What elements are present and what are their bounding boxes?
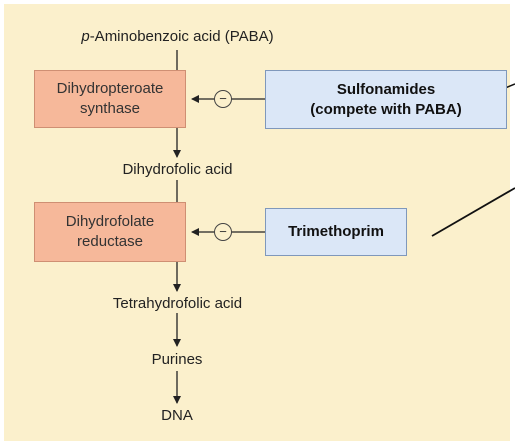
drug-sulfonamides-box: Sulfonamides (compete with PABA) (265, 70, 507, 129)
drug-trimethoprim-box: Trimethoprim (265, 208, 407, 256)
inhibition-symbol-synthase: − (214, 90, 232, 108)
enzyme-dihydropteroate-synthase: Dihydropteroate synthase (34, 70, 186, 128)
intermediate-dihydrofolic-acid: Dihydrofolic acid (122, 161, 233, 178)
inhibition-symbol-reductase: − (214, 223, 232, 241)
intermediate-purines: Purines (151, 351, 203, 368)
product-dna: DNA (161, 407, 193, 424)
substrate-paba-label: p-Aminobenzoic acid (PABA) (81, 28, 274, 45)
intermediate-tetrahydrofolic-acid: Tetrahydrofolic acid (112, 295, 243, 312)
annotation-stroke-lower (431, 187, 515, 237)
enzyme-dihydrofolate-reductase: Dihydrofolate reductase (34, 202, 186, 262)
